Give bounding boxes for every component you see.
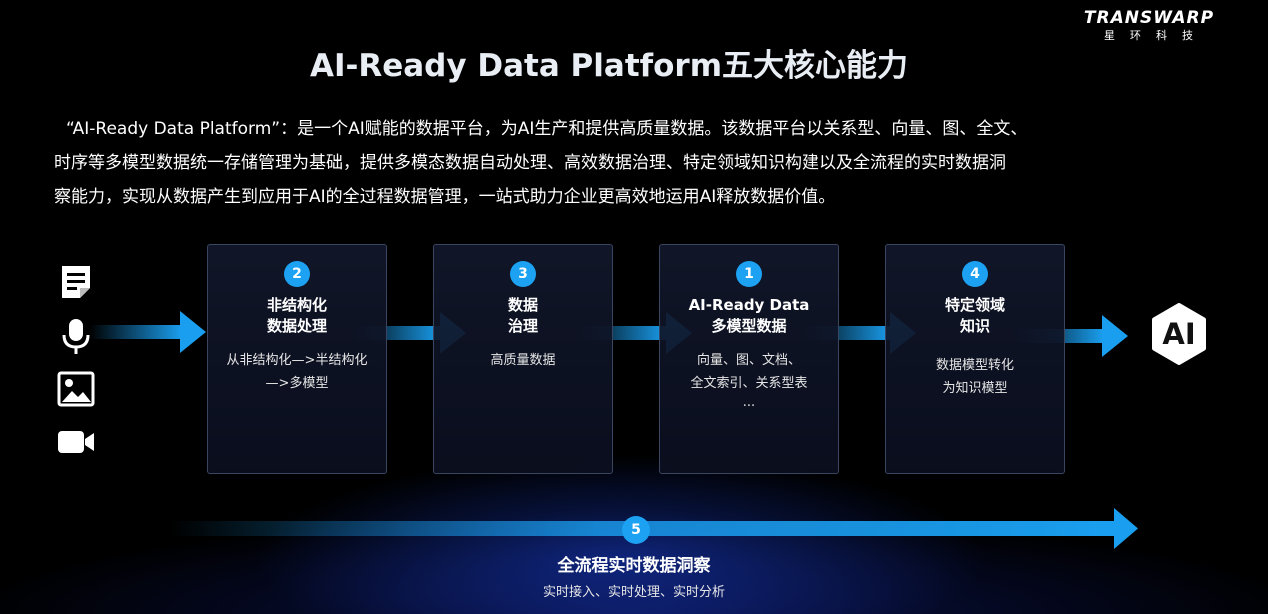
step-number-badge: 4 [962,261,988,287]
card-desc-line-2: 全文索引、关系型表 [690,376,808,391]
card-title-line-1: 特定领域 [944,296,1005,314]
flow-arrow-input [90,311,206,353]
card-desc-line-1: 从非结构化—>半结构化 [226,353,368,368]
capability-card-knowledge: 4 特定领域 知识 数据模型转化 为知识模型 [885,244,1065,474]
card-title-line-2: 多模型数据 [711,317,787,335]
card-desc-line-1: 高质量数据 [490,353,556,368]
video-camera-icon [58,431,94,453]
step-number-badge-5: 5 [622,516,650,544]
intro-line-3: 察能力，实现从数据产生到应用于AI的全过程数据管理，一站式助力企业更高效地运用A… [54,187,836,207]
realtime-insight-description: 实时接入、实时处理、实时分析 [542,585,725,600]
card-title-line-1: 数据 [507,296,538,314]
card-title: 数据 治理 [434,295,612,337]
microphone-icon [62,319,90,354]
card-description: 数据模型转化 为知识模型 [886,354,1064,400]
image-icon [57,371,95,407]
card-description: 高质量数据 [434,349,612,372]
card-title: 特定领域 知识 [886,295,1064,337]
card-title-line-2: 知识 [959,317,990,335]
intro-line-2: 时序等多模型数据统一存储管理为基础，提供多模态数据自动处理、高效数据治理、特定领… [54,153,1006,173]
step-number-badge: 1 [736,261,762,287]
card-title: AI-Ready Data 多模型数据 [660,295,838,337]
card-desc-line-1: 数据模型转化 [935,358,1014,373]
capability-card-governance: 3 数据 治理 高质量数据 [433,244,613,474]
transwarp-logo: TRANSWARP 星环科技 [1064,8,1234,48]
logo-wordmark: TRANSWARP [1083,8,1215,28]
card-description: 向量、图、文档、 全文索引、关系型表 ... [660,349,838,411]
capability-card-multimodel: 1 AI-Ready Data 多模型数据 向量、图、文档、 全文索引、关系型表… [659,244,839,474]
ai-output-label: AI [1162,317,1196,351]
logo-subtitle: 星环科技 [1104,29,1208,42]
ai-hexagon-icon [1152,303,1206,365]
intro-paragraph: “AI-Ready Data Platform”：是一个AI赋能的数据平台，为A… [54,112,1214,214]
card-title-line-2: 治理 [507,317,538,335]
card-title: 非结构化 数据处理 [208,295,386,337]
card-desc-line-1: 向量、图、文档、 [696,353,801,368]
card-title-line-1: 非结构化 [266,296,327,314]
intro-line-1: “AI-Ready Data Platform”：是一个AI赋能的数据平台，为A… [66,119,1028,139]
card-title-line-1: AI-Ready Data [688,296,810,314]
card-desc-line-2: —>多模型 [265,376,329,391]
document-icon [62,266,90,298]
capability-card-unstructured: 2 非结构化 数据处理 从非结构化—>半结构化 —>多模型 [207,244,387,474]
step-number-badge: 3 [510,261,536,287]
page-title: AI-Ready Data Platform五大核心能力 [309,48,909,84]
card-description: 从非结构化—>半结构化 —>多模型 [208,349,386,395]
card-title-line-2: 数据处理 [266,317,327,335]
card-desc-line-3: ... [742,395,756,410]
card-desc-line-2: 为知识模型 [942,381,1008,396]
step-number-badge: 2 [284,261,310,287]
realtime-insight-arrow [170,508,1138,549]
realtime-insight-title: 全流程实时数据洞察 [557,556,711,576]
